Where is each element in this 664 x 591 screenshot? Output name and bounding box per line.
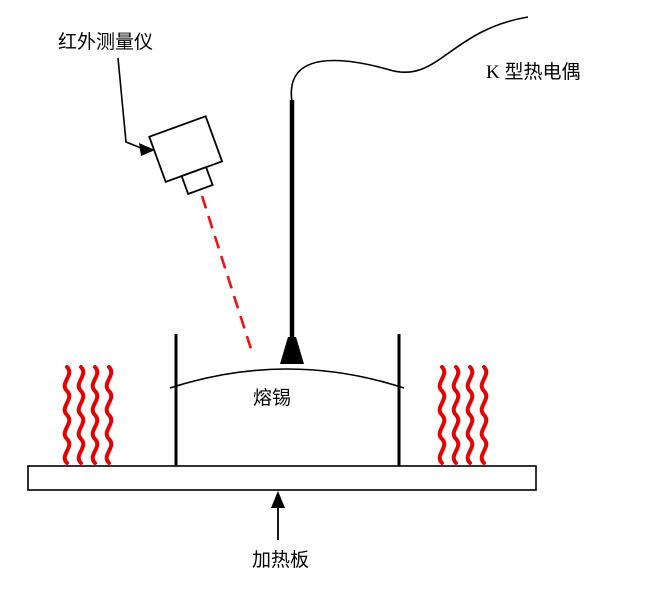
infrared-meter-label: 红外测量仪 — [58, 31, 153, 53]
heat-wave-line — [76, 365, 86, 465]
thermocouple-tip-cone — [280, 337, 304, 364]
hot-plate — [27, 465, 537, 491]
heat-wave-line — [451, 365, 461, 465]
laser-beam-dashed-line — [200, 195, 254, 353]
heat-wave-line — [90, 365, 100, 465]
leader-arrowhead-icon — [139, 143, 155, 156]
heat-waves-left — [62, 365, 114, 465]
infrared-camera-body — [148, 115, 224, 184]
k-thermocouple-label: K 型热电偶 — [486, 61, 580, 83]
heat-waves-right — [437, 365, 489, 465]
infrared-camera-lens — [180, 166, 214, 196]
hot-plate-arrowhead-icon — [271, 491, 285, 508]
infrared-camera-icon — [148, 115, 224, 196]
heat-wave-line — [465, 365, 475, 465]
heat-wave-line — [479, 365, 489, 465]
label-leader-line — [117, 57, 142, 149]
heat-wave-line — [62, 365, 72, 465]
thermocouple-wire — [290, 16, 529, 103]
heating-plate-label: 加热板 — [252, 549, 309, 571]
solder-surface-curve — [169, 368, 405, 389]
heat-wave-line — [437, 365, 447, 465]
heat-wave-line — [104, 365, 114, 465]
molten-solder-label: 熔锡 — [253, 387, 291, 409]
